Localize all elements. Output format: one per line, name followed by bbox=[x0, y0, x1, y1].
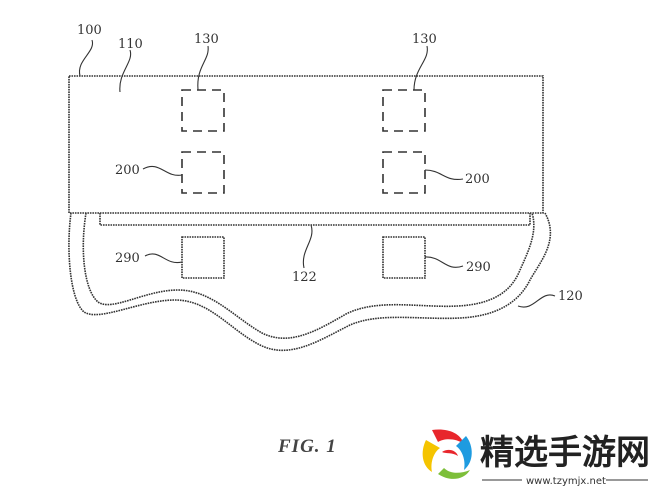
sensor-130-right bbox=[382, 89, 426, 132]
strip-122 bbox=[99, 213, 531, 226]
component-200-right bbox=[382, 151, 426, 194]
label-130-left: 130 bbox=[194, 32, 219, 47]
leader-120 bbox=[517, 294, 556, 308]
label-290-left: 290 bbox=[115, 251, 140, 266]
sensor-130-left bbox=[181, 89, 225, 132]
leader-290-right bbox=[424, 256, 464, 268]
figure-caption: FIG. 1 bbox=[277, 436, 337, 457]
leader-290-left bbox=[144, 253, 183, 264]
leader-130-left bbox=[197, 45, 209, 91]
pad-290-right bbox=[382, 236, 426, 279]
label-200-left: 200 bbox=[115, 163, 140, 178]
label-122: 122 bbox=[292, 270, 317, 285]
flexible-member-outer bbox=[68, 212, 552, 352]
leader-200-left bbox=[142, 166, 183, 176]
leader-200-right bbox=[424, 169, 464, 181]
leader-100 bbox=[78, 39, 94, 77]
label-100: 100 bbox=[77, 23, 102, 38]
label-110: 110 bbox=[118, 37, 143, 52]
leader-122 bbox=[302, 224, 313, 269]
flexible-member-inner bbox=[82, 212, 535, 339]
watermark-title: 精选手游网 bbox=[480, 433, 650, 473]
label-290-right: 290 bbox=[466, 260, 491, 275]
component-200-left bbox=[181, 151, 225, 194]
label-200-right: 200 bbox=[465, 172, 490, 187]
leader-110 bbox=[119, 49, 132, 93]
watermark-logo-icon bbox=[422, 429, 472, 479]
label-130-right: 130 bbox=[412, 32, 437, 47]
pad-290-left bbox=[181, 236, 225, 279]
housing-110 bbox=[68, 75, 544, 214]
label-120: 120 bbox=[558, 289, 583, 304]
watermark-url: www.tzymjx.net bbox=[526, 476, 606, 487]
leader-130-right bbox=[413, 45, 428, 91]
